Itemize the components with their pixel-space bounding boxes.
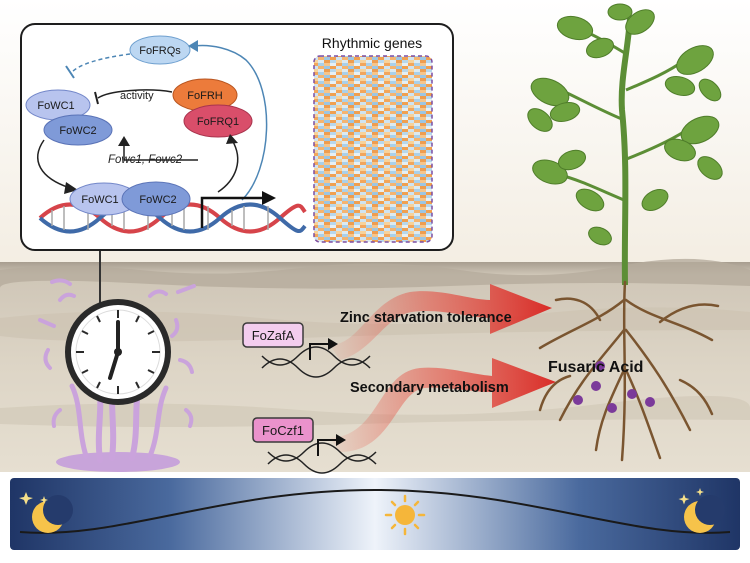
sun-icon [384, 494, 426, 536]
promoter-arrow-icon [200, 191, 276, 228]
star-icon [19, 492, 48, 505]
day-night-bar [10, 478, 740, 550]
fusaric-acid-dots [573, 361, 655, 413]
zinc-starvation-label: Zinc starvation tolerance [340, 310, 512, 326]
complex-fowc2-node [121, 181, 191, 217]
heatmap-title: Rhythmic genes [322, 35, 422, 51]
zinc-arrow [330, 284, 552, 360]
secondary-arrow [330, 358, 556, 452]
fozafa-box [242, 322, 304, 348]
foczf1-gene: FoCzf1 [252, 417, 377, 474]
complex-fowc2-label: FoWC2 [139, 194, 176, 206]
genes-label: Fowc1, Fowc2 [108, 154, 183, 166]
frqs-inhibition-line [71, 53, 131, 73]
fofrq1-node [183, 104, 253, 138]
fowc2-node [43, 114, 113, 146]
complex-fowc1-label: FoWC1 [81, 194, 118, 206]
fozafa-label: FoZafA [252, 328, 295, 343]
circadian-inset: Rhythmic genes FoFRQs FoWC1 FoWC2 FoFRH … [20, 23, 454, 251]
fowc2-label: FoWC2 [59, 125, 96, 137]
fofrqs-node [129, 35, 191, 65]
fofrqs-label: FoFRQs [139, 45, 181, 57]
promoter-arrow-icon [309, 338, 338, 360]
fozafa-gene: FoZafA [242, 322, 371, 378]
fofrh-label: FoFRH [187, 90, 223, 102]
frqs-feedback-arrow [193, 44, 268, 201]
fusaric-acid-label: Fusaric Acid [548, 359, 643, 376]
foczf1-box [252, 417, 314, 443]
fowc1-label: FoWC1 [37, 100, 74, 112]
fofrq1-label: FoFRQ1 [197, 116, 239, 128]
foczf1-label: FoCzf1 [262, 423, 304, 438]
activity-label: activity [120, 90, 154, 102]
promoter-arrow-icon [317, 434, 346, 456]
clock-icon [65, 245, 171, 405]
tomato-plant-icon [527, 3, 723, 462]
rhythmic-genes-heatmap [313, 55, 433, 243]
secondary-metabolism-label: Secondary metabolism [350, 380, 509, 396]
moon-icon [684, 495, 725, 533]
moon-icon [32, 495, 73, 533]
star-icon [678, 488, 704, 505]
